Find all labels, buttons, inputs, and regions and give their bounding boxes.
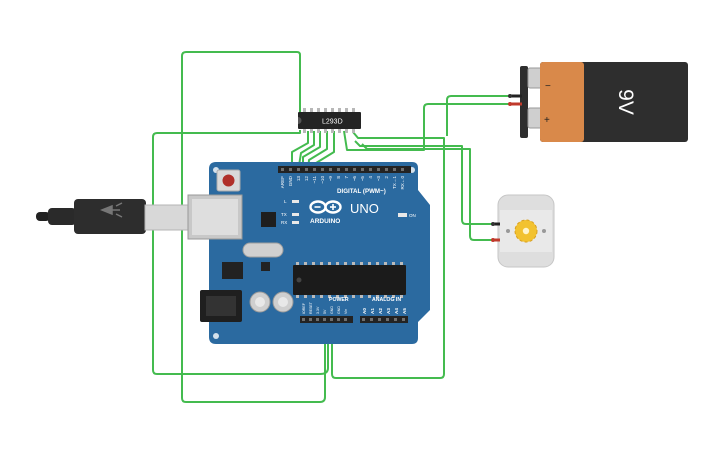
small-ic xyxy=(261,262,270,271)
battery-voltage-label: 9V xyxy=(614,89,637,115)
pin-label: GND xyxy=(337,306,341,314)
battery-negative-terminal[interactable] xyxy=(527,67,543,89)
pin-label: GND xyxy=(288,175,293,186)
pin-label: 12 xyxy=(304,176,309,182)
pin-label: A4 xyxy=(394,308,399,314)
model-label: UNO xyxy=(350,201,379,216)
pin-label: A0 xyxy=(362,308,367,314)
digital-header[interactable] xyxy=(278,166,411,173)
led-l-label: L xyxy=(284,199,287,204)
power-pin-labels: IOREF RESET 3.3V 5V GND GND Vin xyxy=(302,301,348,314)
wire-motor-terminal-b[interactable] xyxy=(361,143,493,241)
pin-label: ~10 xyxy=(320,176,325,184)
led-on xyxy=(398,213,407,217)
pin-label: 8 xyxy=(336,176,341,179)
led-rx xyxy=(292,221,299,224)
reset-button-cap[interactable] xyxy=(222,174,235,187)
led-on-label: ON xyxy=(409,213,416,218)
analog-header[interactable] xyxy=(360,316,408,323)
digital-header-holes xyxy=(281,168,404,171)
pin-label: 2 xyxy=(384,176,389,179)
pin-label: AREF xyxy=(280,176,285,188)
dc-motor[interactable] xyxy=(491,194,555,268)
l293d-chip[interactable]: L293D xyxy=(298,108,361,133)
atmega-pins xyxy=(296,262,403,298)
pin-label: 4 xyxy=(368,176,373,179)
battery-minus-label: − xyxy=(545,81,551,92)
pin-label: 5V xyxy=(323,309,327,314)
l293d-top-pins xyxy=(303,108,355,113)
battery-terminal-clip xyxy=(520,66,528,138)
usb-chip xyxy=(261,212,276,227)
pin-label: 7 xyxy=(344,176,349,179)
pin-label: TX→1 xyxy=(392,176,397,189)
wire-battery-negative[interactable] xyxy=(446,95,512,136)
l293d-label: L293D xyxy=(322,119,343,126)
pin-label: 13 xyxy=(296,176,301,182)
battery-plus-label: + xyxy=(544,115,550,126)
pin-label: ~9 xyxy=(328,176,333,182)
arduino-logo-icon xyxy=(309,200,342,214)
pin-label: GND xyxy=(330,306,334,314)
pin-label: ~6 xyxy=(352,176,357,182)
arduino-wordmark: ARDUINO xyxy=(310,218,340,225)
pin-label: A1 xyxy=(370,308,375,314)
usb-cable[interactable] xyxy=(36,199,190,234)
digital-pin-labels: AREF GND 13 12 ~11 ~10 ~9 8 7 ~6 ~5 4 ~3… xyxy=(280,175,405,189)
regulator xyxy=(222,262,243,279)
led-l xyxy=(292,200,299,203)
pin-label: 3.3V xyxy=(316,306,320,314)
pin-label: ~11 xyxy=(312,176,317,184)
usb-logo-icon xyxy=(99,202,123,218)
analog-header-holes xyxy=(362,318,405,321)
wire-battery-positive[interactable] xyxy=(343,103,512,151)
motor-gear-icon xyxy=(514,219,538,243)
wire-ground-return[interactable] xyxy=(331,131,445,379)
pin-label: RX←0 xyxy=(400,176,405,190)
pin-label: ~3 xyxy=(376,176,381,182)
crystal-oscillator xyxy=(242,242,284,258)
wire-loop-inner[interactable] xyxy=(152,130,329,375)
led-tx xyxy=(292,213,299,216)
analog-in-label: ANALOG IN xyxy=(372,297,401,303)
pin-label: Vin xyxy=(344,309,348,314)
battery-9v[interactable]: − + 9V xyxy=(508,62,688,142)
pin-label: ~5 xyxy=(360,176,365,182)
l293d-bottom-pins xyxy=(303,128,355,133)
battery-positive-terminal[interactable] xyxy=(527,107,543,129)
power-header-holes xyxy=(302,318,347,321)
pin-label: A3 xyxy=(386,308,391,314)
atmega-chip xyxy=(293,265,406,295)
pin-label: A2 xyxy=(378,308,383,314)
analog-pin-labels: A0 A1 A2 A3 A4 A5 xyxy=(362,308,407,314)
power-label: POWER xyxy=(329,297,349,303)
battery-cap xyxy=(540,62,584,142)
wire-motor-terminal-a[interactable] xyxy=(354,140,493,225)
pin-label: A5 xyxy=(402,308,407,314)
arduino-uno-board[interactable]: AREF GND 13 12 ~11 ~10 ~9 8 7 ~6 ~5 4 ~3… xyxy=(187,162,430,344)
power-header[interactable] xyxy=(300,316,353,323)
pin-label: RESET xyxy=(309,301,313,314)
digital-header-label: DIGITAL (PWM~) xyxy=(337,188,386,195)
led-tx-label: TX xyxy=(281,212,287,217)
pin-label: IOREF xyxy=(302,302,306,314)
wires xyxy=(152,51,512,403)
led-rx-label: RX xyxy=(281,220,287,225)
mount-hole xyxy=(213,333,219,339)
